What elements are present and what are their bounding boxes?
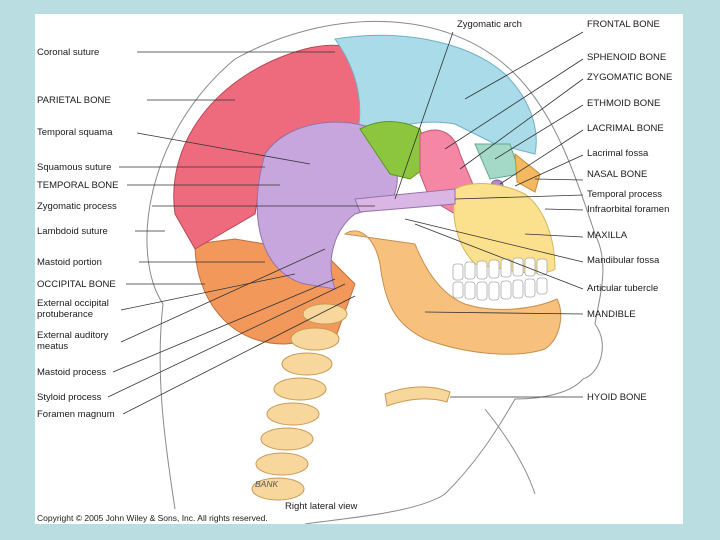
label-zygomatic-process: Zygomatic process (37, 201, 117, 212)
view-caption: Right lateral view (285, 501, 358, 512)
label-temporal-squama: Temporal squama (37, 127, 113, 138)
temporal-bone (256, 121, 398, 290)
label-frontal-bone: FRONTAL BONE (587, 19, 660, 30)
label-external-occipital: External occipital (37, 298, 109, 309)
label-articular-tubercle: Articular tubercle (587, 283, 659, 294)
mandible-bone (343, 230, 562, 355)
label-maxilla: MAXILLA (587, 230, 628, 241)
hyoid-bone (384, 386, 451, 407)
label-lacrimal-fossa: Lacrimal fossa (587, 148, 649, 159)
leader-lines-right (394, 31, 584, 398)
label-zygomatic-arch: Zygomatic arch (457, 19, 522, 30)
teeth (452, 257, 548, 301)
copyright-notice: Copyright © 2005 John Wiley & Sons, Inc.… (37, 513, 268, 523)
label-foramen-magnum: Foramen magnum (37, 409, 115, 420)
label-squamous-suture: Squamous suture (37, 162, 112, 173)
label-mastoid-process: Mastoid process (37, 367, 107, 378)
label-sphenoid-bone: SPHENOID BONE (587, 52, 667, 63)
label-coronal-suture: Coronal suture (37, 47, 100, 58)
maxilla-bone (453, 183, 556, 274)
label-ethmoid-bone: ETHMOID BONE (587, 98, 661, 109)
label-lambdoid-suture: Lambdoid suture (37, 226, 108, 237)
label-protuberance: protuberance (37, 309, 93, 320)
label-mastoid-portion: Mastoid portion (37, 257, 102, 268)
label-occipital-bone: OCCIPITAL BONE (37, 279, 116, 290)
head-outline (146, 21, 604, 524)
label-infraorbital-foramen: Infraorbital foramen (587, 204, 670, 215)
label-parietal-bone: PARIETAL BONE (37, 95, 111, 106)
label-temporal-process: Temporal process (587, 189, 662, 200)
nasal-bone (514, 152, 541, 193)
cervical-spine (251, 303, 348, 501)
label-nasal-bone: NASAL BONE (587, 169, 648, 180)
label-styloid-process: Styloid process (37, 392, 102, 403)
ethmoid-bone (474, 143, 521, 180)
skull-illustration (107, 21, 604, 524)
label-temporal-bone: TEMPORAL BONE (37, 180, 119, 191)
label-hyoid-bone: HYOID BONE (587, 392, 647, 403)
neck-outline (484, 408, 536, 495)
label-zygomatic-bone: ZYGOMATIC BONE (587, 72, 673, 83)
artist-signature: BANK (255, 479, 279, 489)
label-external-auditory: External auditory (37, 330, 109, 341)
diagram-panel: Coronal suture PARIETAL BONE Temporal sq… (35, 14, 683, 524)
zygomatic-arch (354, 188, 456, 213)
label-mandibular-fossa: Mandibular fossa (587, 255, 660, 266)
label-lacrimal-bone: LACRIMAL BONE (587, 123, 664, 134)
leader-lines-left (107, 51, 375, 415)
label-meatus: meatus (37, 341, 69, 352)
label-mandible: MANDIBLE (587, 309, 636, 320)
